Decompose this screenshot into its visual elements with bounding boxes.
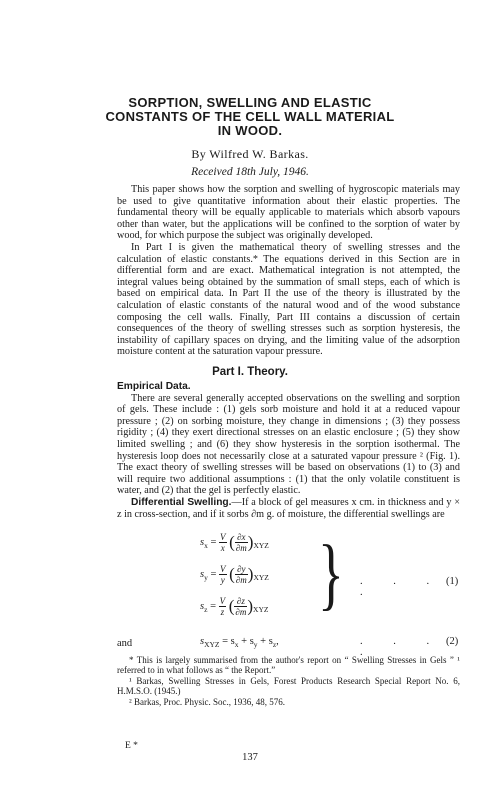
differential-text: —If a block of gel measures x cm. in thi… bbox=[117, 496, 460, 520]
empirical-heading: Empirical Data. bbox=[117, 381, 191, 392]
title-line: IN WOOD. bbox=[217, 123, 283, 138]
equation-2: sXYZ = sx + sy + sz, . . . . (2) bbox=[200, 636, 470, 658]
leader-dots: . . . . bbox=[360, 576, 444, 598]
footnotes: * This is largely summarised from the au… bbox=[117, 655, 460, 707]
introduction: This paper shows how the sorption and sw… bbox=[117, 184, 460, 358]
equation-number-2: (2) bbox=[446, 636, 459, 647]
part-heading: Part I. Theory. bbox=[212, 366, 288, 378]
equation-number-1: (1) bbox=[446, 576, 459, 587]
footnote: * This is largely summarised from the au… bbox=[117, 655, 460, 676]
author-line: By Wilfred W. Barkas. bbox=[191, 147, 309, 161]
footnote: ¹ Barkas, Swelling Stresses in Gels, For… bbox=[117, 675, 460, 697]
empirical-paragraph: There are several generally accepted obs… bbox=[117, 392, 460, 497]
right-brace: } bbox=[318, 528, 344, 618]
title-line: CONSTANTS OF THE CELL WALL MATERIAL bbox=[105, 109, 395, 124]
footnote: ² Barkas, Proc. Physic. Soc., 1936, 48, … bbox=[129, 696, 285, 707]
intro-paragraph-2: In Part I is given the mathematical theo… bbox=[117, 241, 460, 358]
intro-paragraph-1: This paper shows how the sorption and sw… bbox=[117, 184, 460, 242]
signature-mark: E * bbox=[125, 741, 138, 751]
title-line: SORPTION, SWELLING AND ELASTIC bbox=[128, 95, 372, 110]
page-number: 137 bbox=[242, 752, 258, 763]
leader-dots: . . . . bbox=[360, 636, 444, 658]
differential-paragraph: Differential Swelling.—If a block of gel… bbox=[117, 497, 460, 520]
empirical-section: Empirical Data. There are several genera… bbox=[117, 381, 460, 520]
and-label: and bbox=[117, 638, 133, 649]
paper-title: SORPTION, SWELLING AND ELASTIC CONSTANTS… bbox=[60, 96, 440, 138]
differential-heading: Differential Swelling. bbox=[131, 496, 232, 508]
received-date: Received 18th July, 1946. bbox=[191, 166, 309, 178]
